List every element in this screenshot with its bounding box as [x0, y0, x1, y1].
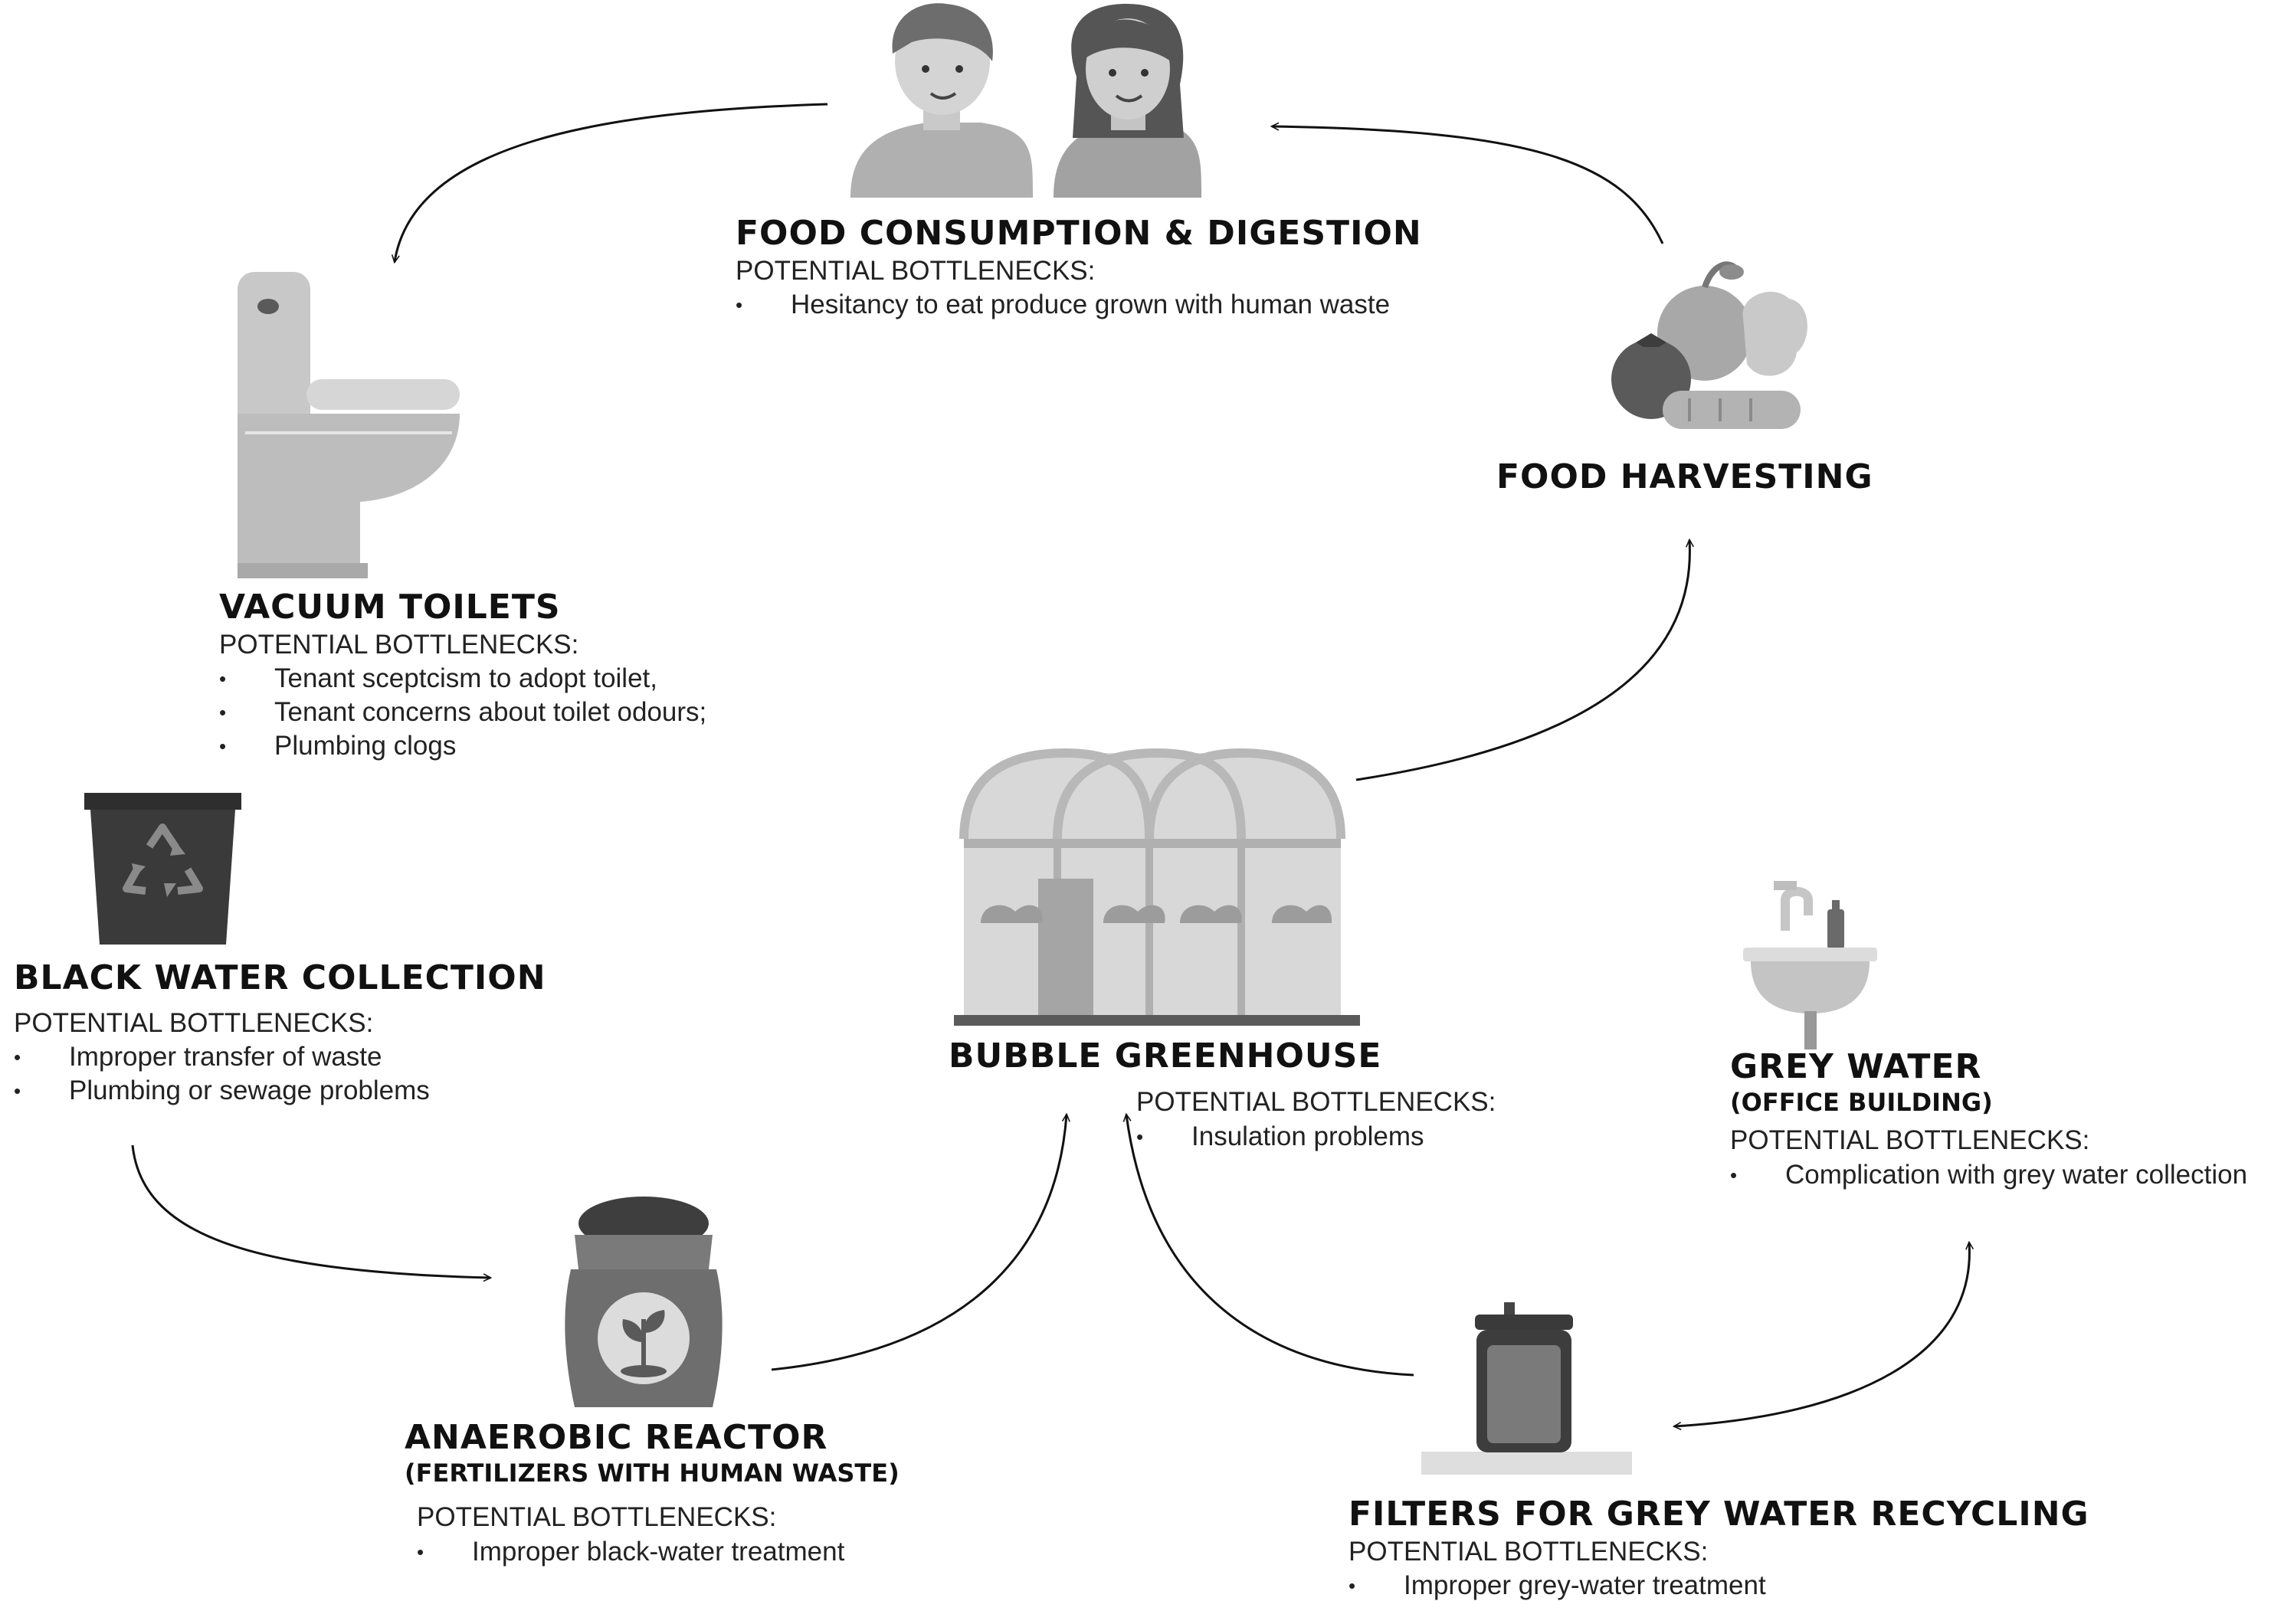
arrow-toilets-to-blackwater	[131, 1144, 490, 1278]
node-food-consumption: FOOD CONSUMPTION & DIGESTION POTENTIAL B…	[736, 214, 1422, 322]
node-title: VACUUM TOILETS	[219, 588, 561, 627]
node-title: FOOD CONSUMPTION & DIGESTION	[736, 214, 1422, 253]
node-title: BUBBLE GREENHOUSE	[949, 1036, 1382, 1076]
bottleneck-item: Tenant concerns about toilet odours;	[219, 696, 706, 729]
node-filters-grey-water: FILTERS FOR GREY WATER RECYCLING POTENTI…	[1349, 1495, 2089, 1603]
bottlenecks-label: POTENTIAL BOTTLENECKS:	[219, 629, 579, 660]
bottleneck-item: Plumbing clogs	[219, 729, 706, 763]
bottleneck-block: POTENTIAL BOTTLENECKS: Improper grey-wat…	[1349, 1534, 2089, 1603]
arrow-filters-to-greenhouse	[1126, 1115, 1414, 1377]
bottleneck-item: Insulation problems	[1136, 1120, 1496, 1154]
bottlenecks-label: POTENTIAL BOTTLENECKS:	[1136, 1087, 1496, 1117]
node-food-harvesting: FOOD HARVESTING	[1496, 457, 1873, 497]
arrow-harvest-to-consumption	[1272, 126, 1664, 244]
node-bubble-greenhouse-bottlenecks: POTENTIAL BOTTLENECKS: Insulation proble…	[1136, 1085, 1496, 1154]
bottleneck-list: Insulation problems	[1136, 1120, 1496, 1154]
node-subtitle: (FERTILIZERS WITH HUMAN WASTE)	[405, 1458, 900, 1488]
bottleneck-item: Improper black-water treatment	[417, 1535, 900, 1569]
bottleneck-list: Hesitancy to eat produce grown with huma…	[736, 288, 1422, 322]
bottlenecks-label: POTENTIAL BOTTLENECKS:	[417, 1502, 777, 1533]
node-subtitle: (OFFICE BUILDING)	[1730, 1087, 1993, 1117]
bottleneck-list: Improper transfer of waste Plumbing or s…	[14, 1040, 546, 1108]
node-title: FILTERS FOR GREY WATER RECYCLING	[1349, 1495, 2089, 1534]
node-title: FOOD HARVESTING	[1496, 457, 1873, 496]
bottlenecks-label: POTENTIAL BOTTLENECKS:	[1730, 1125, 2090, 1156]
node-title: GREY WATER	[1730, 1047, 1982, 1086]
greenhouse-icon	[954, 748, 1360, 1026]
bottleneck-list: Complication with grey water collection	[1730, 1158, 2247, 1192]
arrow-reactor-to-greenhouse	[771, 1115, 1067, 1371]
bottleneck-item: Hesitancy to eat produce grown with huma…	[736, 288, 1422, 322]
bottleneck-list: Improper grey-water treatment	[1349, 1569, 2089, 1603]
bottleneck-block: POTENTIAL BOTTLENECKS: Improper black-wa…	[405, 1500, 900, 1569]
node-title: ANAEROBIC REACTOR	[405, 1418, 828, 1457]
arrow-greywater-filters-bidirectional	[1674, 1243, 1969, 1426]
vegetables-icon	[1611, 261, 1807, 429]
node-black-water-collection: BLACK WATER COLLECTION POTENTIAL BOTTLEN…	[14, 958, 546, 1108]
node-vacuum-toilets: VACUUM TOILETS POTENTIAL BOTTLENECKS: Te…	[219, 588, 706, 763]
node-title: BLACK WATER COLLECTION	[14, 958, 546, 997]
bottlenecks-label: POTENTIAL BOTTLENECKS:	[1349, 1536, 1709, 1567]
node-anaerobic-reactor: ANAEROBIC REACTOR (FERTILIZERS WITH HUMA…	[405, 1418, 900, 1569]
sink-icon	[1743, 881, 1877, 1049]
water-filter-icon	[1421, 1302, 1632, 1475]
node-bubble-greenhouse-title: BUBBLE GREENHOUSE	[949, 1036, 1382, 1076]
recycle-bin-icon	[84, 793, 241, 945]
node-grey-water: GREY WATER (OFFICE BUILDING) POTENTIAL B…	[1730, 1047, 2247, 1192]
bottlenecks-label: POTENTIAL BOTTLENECKS:	[736, 255, 1096, 286]
arrow-greenhouse-to-harvest	[1355, 540, 1689, 781]
toilet-icon	[238, 272, 460, 578]
bottleneck-item: Plumbing or sewage problems	[14, 1074, 546, 1108]
people-icon	[850, 3, 1202, 198]
fertilizer-sack-icon	[565, 1197, 723, 1407]
bottleneck-list: Improper black-water treatment	[417, 1535, 900, 1569]
bottleneck-item: Complication with grey water collection	[1730, 1158, 2247, 1192]
bottleneck-item: Improper transfer of waste	[14, 1040, 546, 1074]
bottleneck-item: Improper grey-water treatment	[1349, 1569, 2089, 1603]
bottleneck-list: Tenant sceptcism to adopt toilet, Tenant…	[219, 662, 706, 763]
bottlenecks-label: POTENTIAL BOTTLENECKS:	[14, 1007, 374, 1038]
bottleneck-item: Tenant sceptcism to adopt toilet,	[219, 662, 706, 696]
arrow-consumption-to-toilets	[395, 103, 828, 262]
